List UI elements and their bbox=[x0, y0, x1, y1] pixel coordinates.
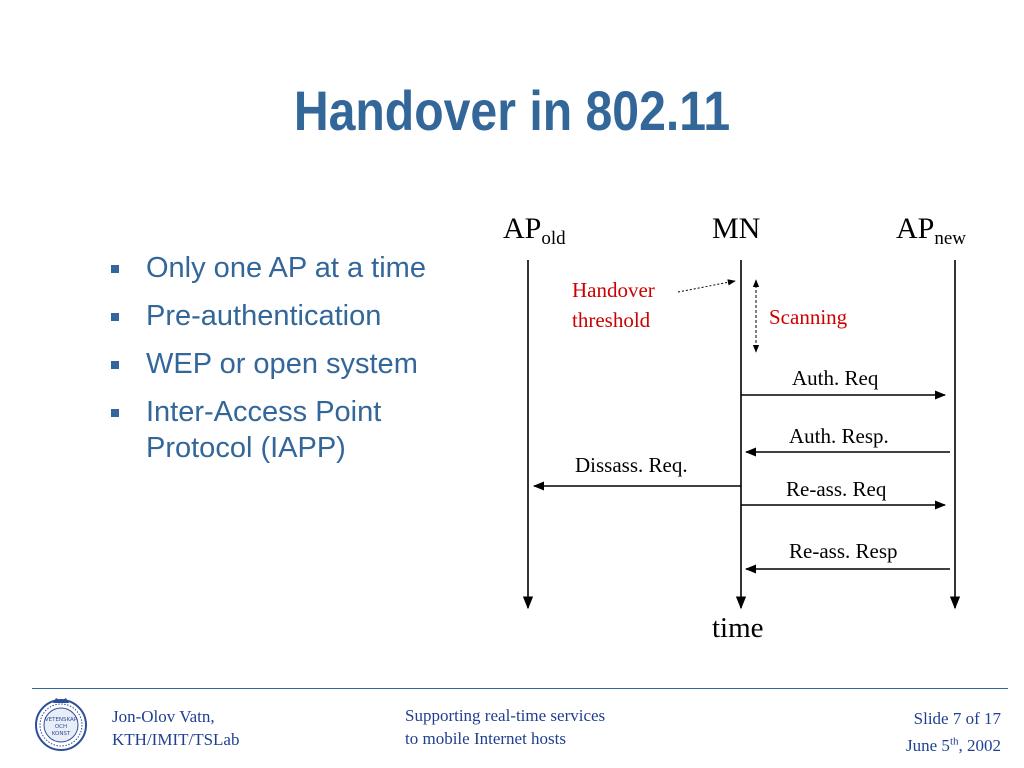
handover-pointer bbox=[677, 279, 736, 293]
bullet-icon bbox=[111, 409, 119, 417]
bullet-text: Only one AP at a time bbox=[146, 252, 426, 284]
reass-req-label: Re-ass. Req bbox=[786, 477, 887, 501]
mn-label: MN bbox=[712, 212, 761, 245]
bullet-text: Pre-authentication bbox=[146, 300, 382, 332]
footer-divider bbox=[32, 688, 1008, 689]
bullet-item: Inter-Access Point Protocol (IAPP) bbox=[108, 394, 466, 466]
slide-title: Handover in 802.11 bbox=[293, 79, 731, 142]
slide-date: June 5th, 2002 bbox=[906, 735, 1001, 755]
slide-number: Slide 7 of 17 bbox=[913, 709, 1001, 728]
kth-seal-logo: VETENSKAP OCH KONST bbox=[35, 698, 87, 751]
svg-text:KONST: KONST bbox=[52, 731, 71, 737]
svg-text:OCH: OCH bbox=[55, 724, 67, 730]
bullet-text: WEP or open system bbox=[146, 348, 418, 380]
bullet-text: Inter-Access Point Protocol (IAPP) bbox=[146, 396, 382, 464]
auth-resp-label: Auth. Resp. bbox=[789, 424, 889, 448]
bullet-item: WEP or open system bbox=[108, 346, 466, 382]
ap-old-label: APold bbox=[503, 212, 566, 249]
bullet-icon bbox=[111, 361, 119, 369]
scanning-note: Scanning bbox=[769, 305, 848, 329]
bullet-list: Only one AP at a time Pre-authentication… bbox=[108, 250, 466, 478]
footer-author: Jon-Olov Vatn,KTH/IMIT/TSLab bbox=[112, 707, 240, 749]
bullet-item: Only one AP at a time bbox=[108, 250, 466, 286]
svg-text:VETENSKAP: VETENSKAP bbox=[45, 717, 78, 723]
footer-slide-info: Slide 7 of 17 June 5th, 2002 bbox=[906, 707, 1001, 757]
auth-req-label: Auth. Req bbox=[792, 366, 879, 390]
bullet-icon bbox=[111, 313, 119, 321]
reass-resp-label: Re-ass. Resp bbox=[789, 539, 898, 563]
bullet-item: Pre-authentication bbox=[108, 298, 466, 334]
bullet-icon bbox=[111, 265, 119, 273]
time-axis-label: time bbox=[712, 612, 764, 644]
ap-new-label: APnew bbox=[896, 212, 967, 249]
dissass-req-label: Dissass. Req. bbox=[575, 453, 688, 477]
